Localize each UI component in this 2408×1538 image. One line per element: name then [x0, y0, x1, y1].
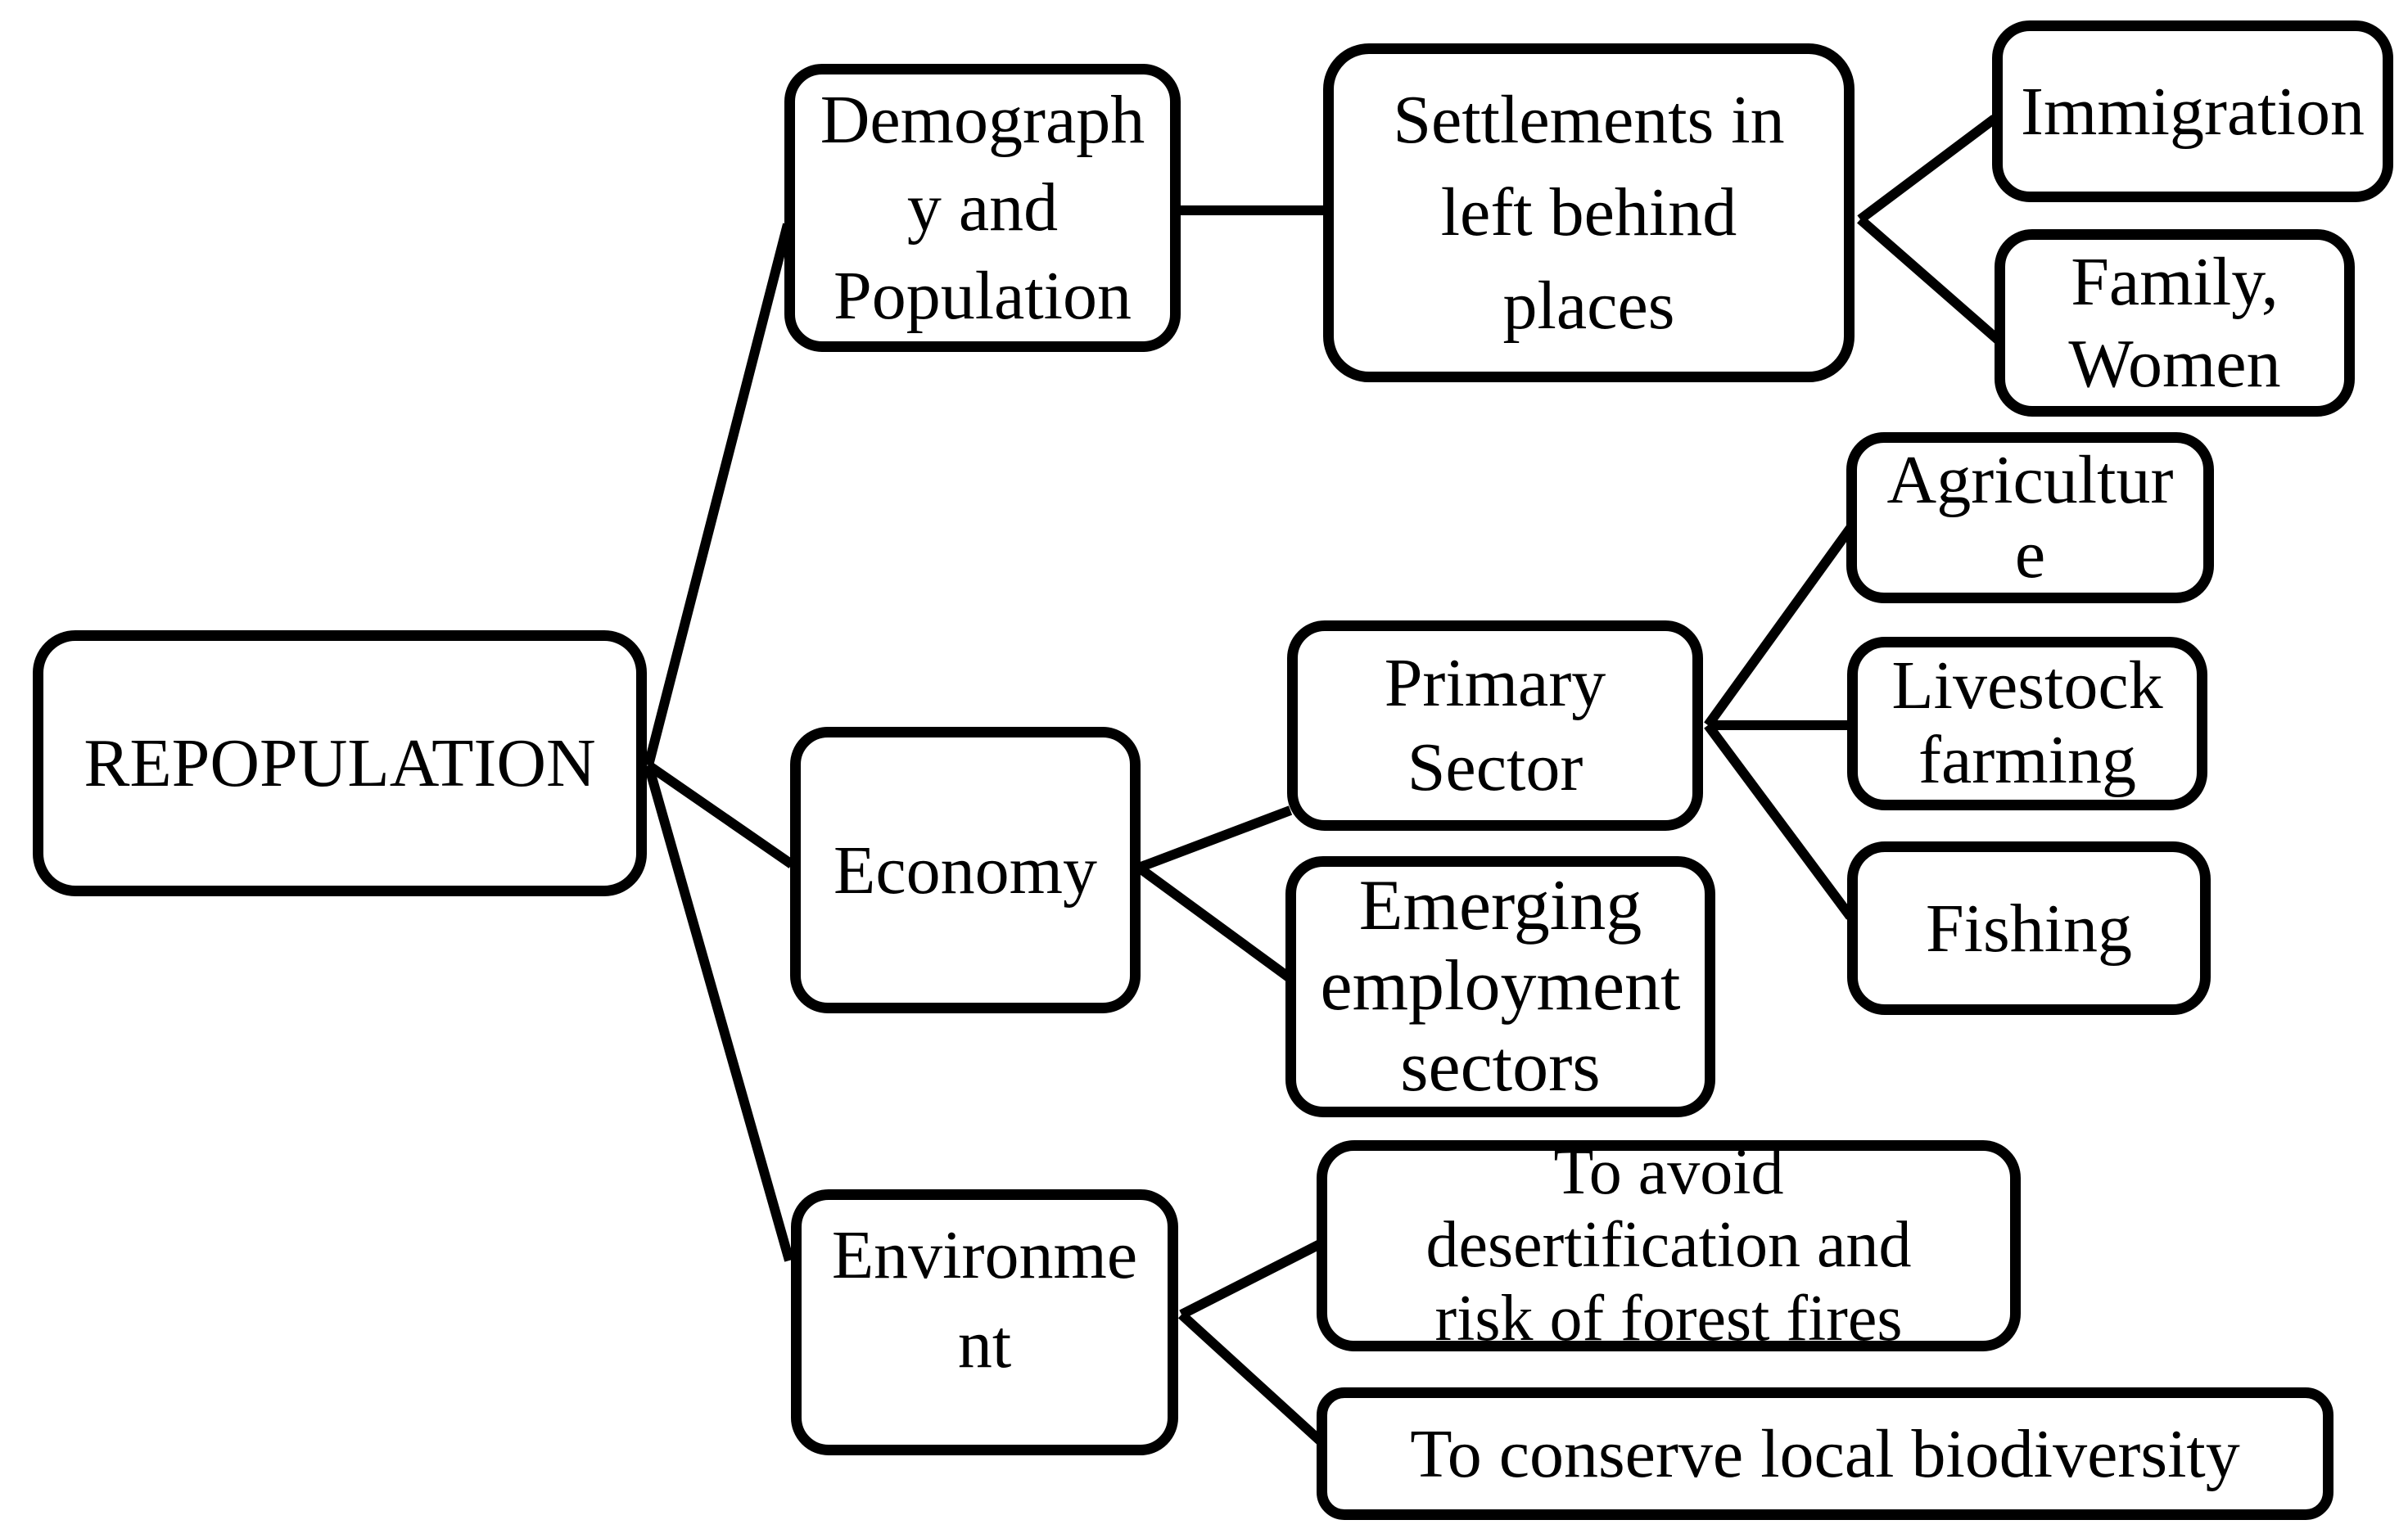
connector-root-environment — [644, 764, 794, 1262]
node-agriculture: Agricultur e — [1846, 432, 2214, 603]
connector-root-economy — [645, 761, 795, 868]
connector-primary-agriculture — [1704, 525, 1855, 728]
connector-settlements-family — [1857, 215, 2001, 344]
node-primary-sector: Primary Sector — [1287, 620, 1703, 831]
node-settlements-left-behind: Settlements in left behind places — [1323, 43, 1855, 382]
node-emerging-employment: Emerging employment sectors — [1285, 856, 1715, 1117]
connector-environment-avoid — [1179, 1239, 1322, 1319]
node-environment: Environme nt — [791, 1189, 1178, 1455]
node-family-women: Family, Women — [1995, 229, 2355, 417]
node-demography-population: Demograph y and Population — [784, 64, 1181, 352]
connector-environment-conserve — [1177, 1310, 1324, 1445]
node-immigration: Immigration — [1992, 20, 2393, 202]
connector-economy-primary — [1136, 805, 1293, 873]
node-livestock-farming: Livestock farming — [1847, 637, 2207, 810]
node-economy: Economy — [790, 727, 1141, 1013]
connector-primary-fishing — [1704, 722, 1855, 920]
connector-settlements-immigration — [1857, 115, 1998, 223]
node-avoid-desertification: To avoid desertification and risk of for… — [1317, 1136, 2021, 1355]
connector-root-demography — [644, 223, 793, 767]
connector-economy-emerging — [1136, 864, 1292, 981]
node-conserve-biodiversity: To conserve local biodiversity — [1317, 1387, 2333, 1520]
node-repopulation: REPOPULATION — [33, 630, 647, 896]
node-fishing: Fishing — [1847, 841, 2211, 1015]
